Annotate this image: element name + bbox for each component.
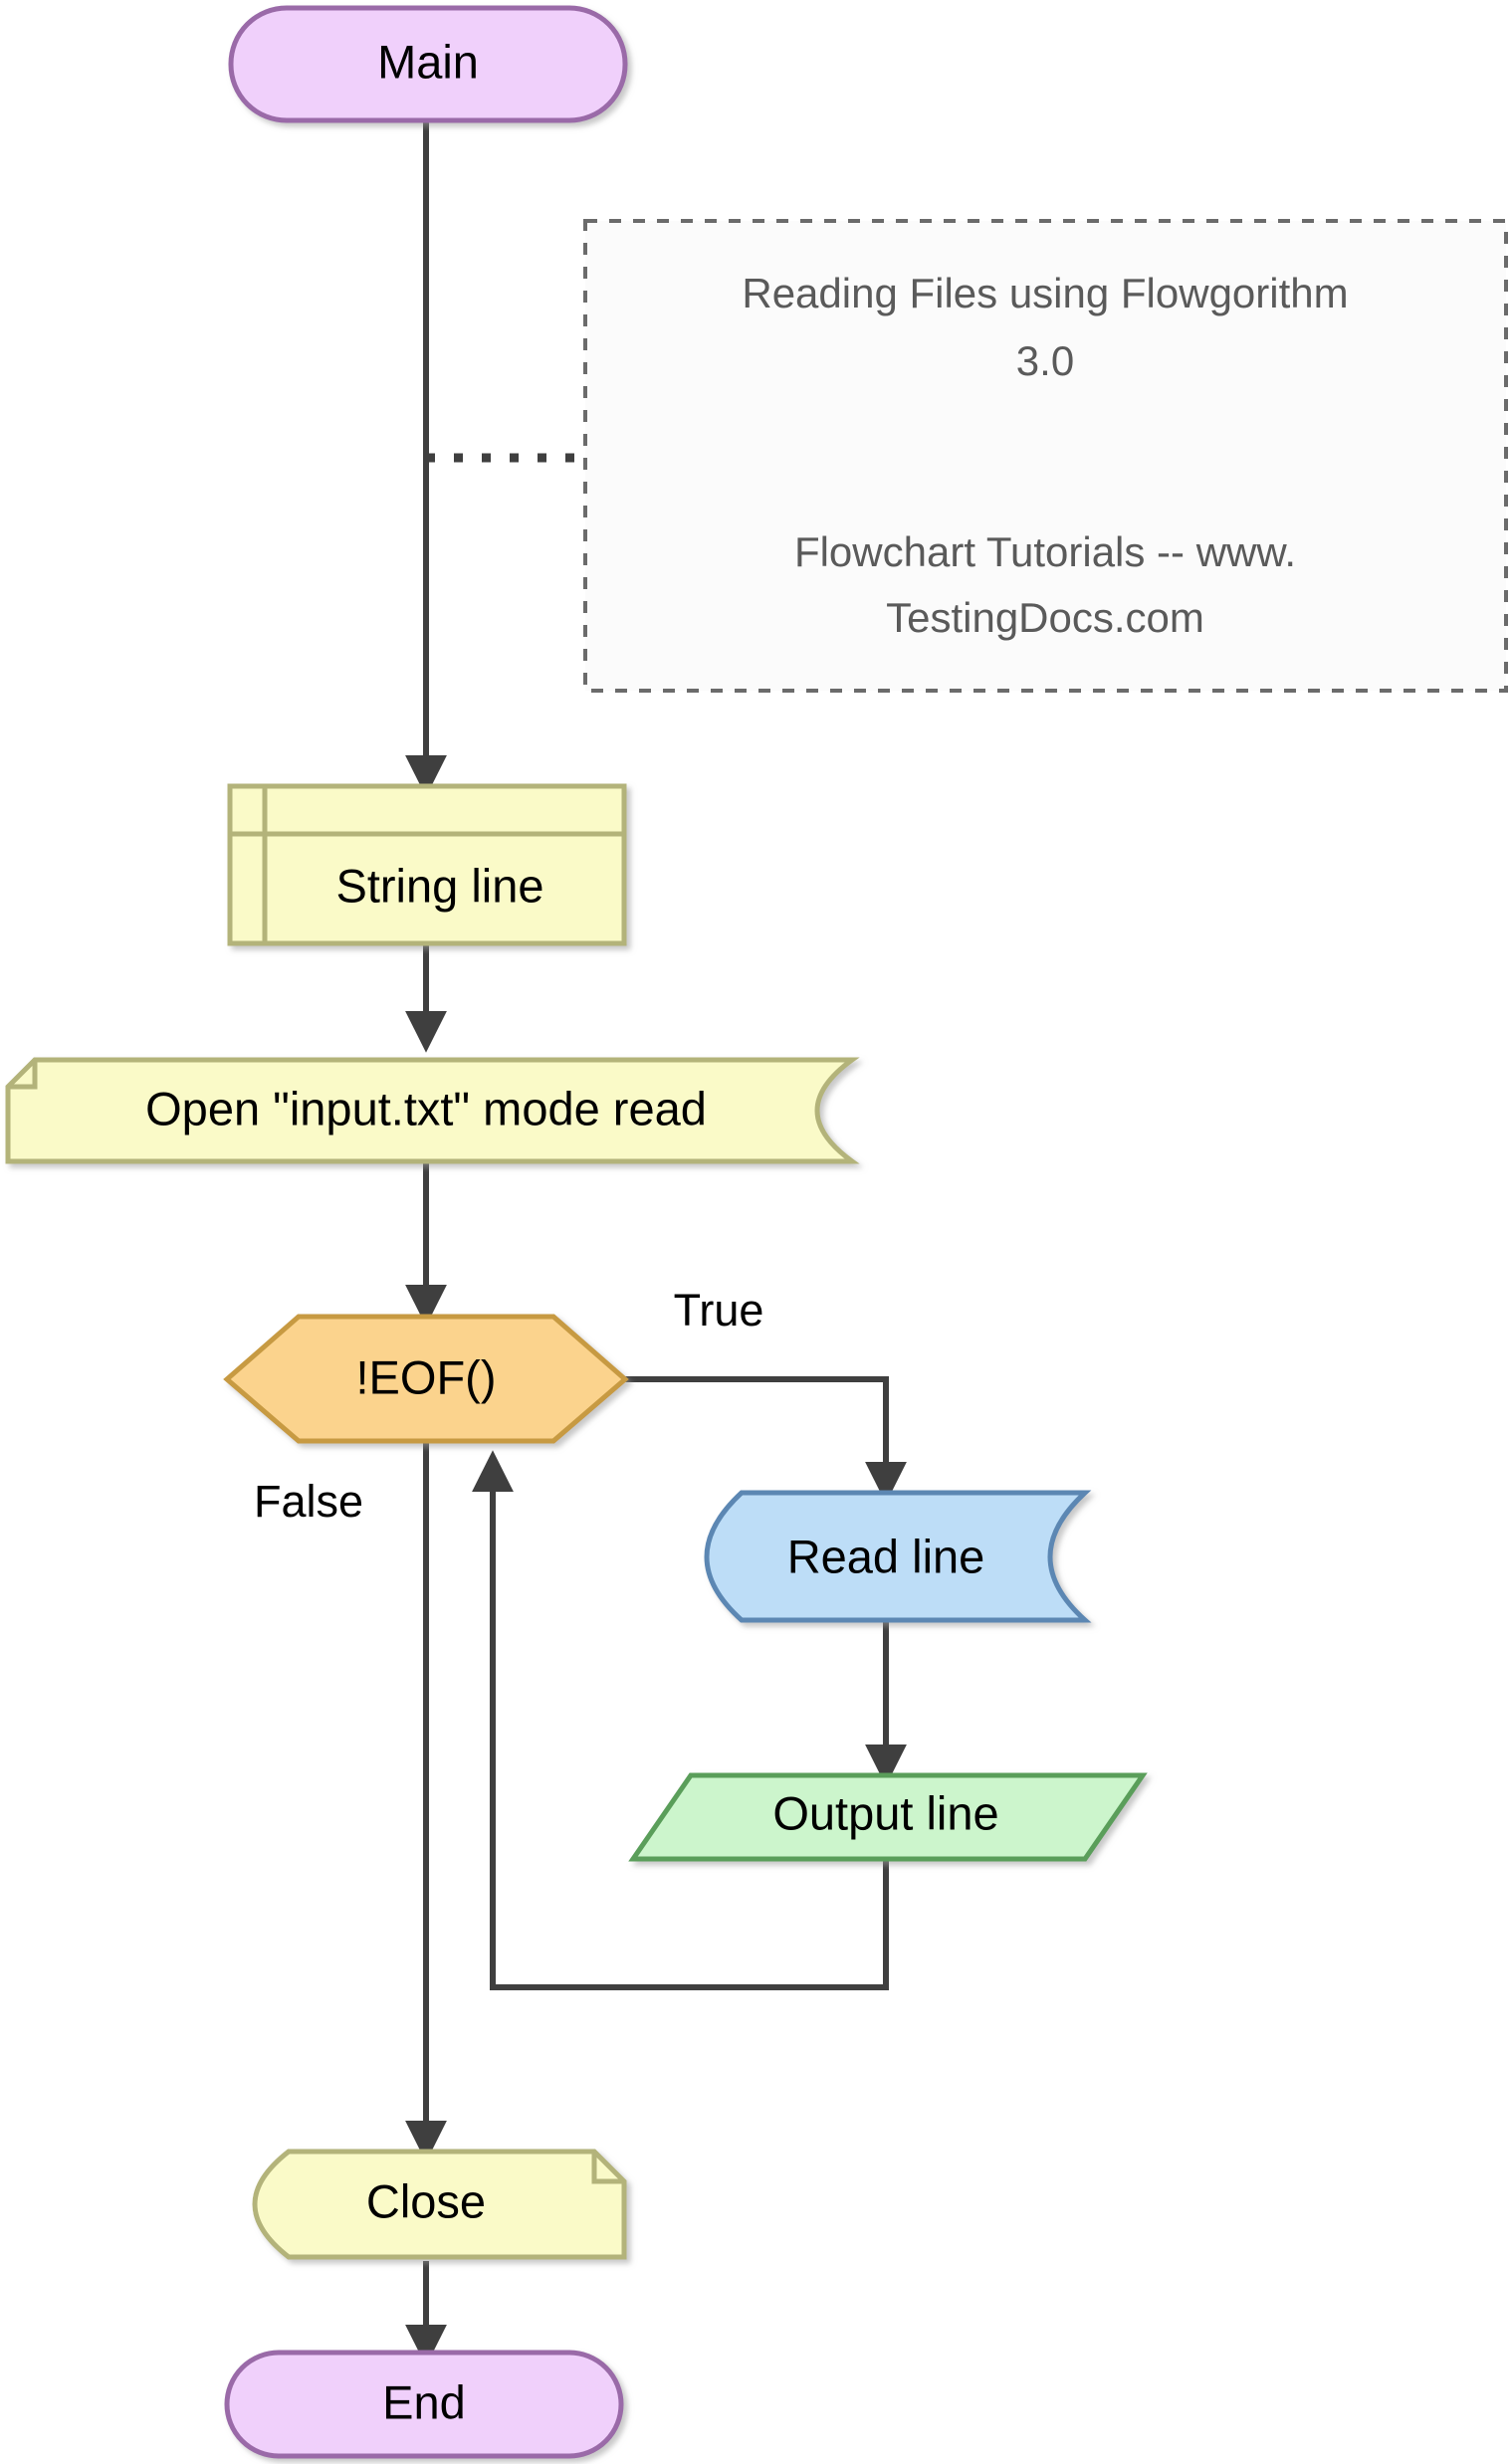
- node-close-fold-corner: [591, 2152, 624, 2184]
- comment-line-1: Reading Files using Flowgorithm: [742, 270, 1348, 316]
- node-decision-eof[interactable]: !EOF(): [223, 1314, 629, 1444]
- node-decision-label: !EOF(): [356, 1350, 497, 1403]
- branch-label-true: True: [674, 1285, 764, 1335]
- node-read-label: Read line: [787, 1530, 985, 1582]
- node-read-shape[interactable]: [704, 1490, 1092, 1623]
- node-output-shape[interactable]: [628, 1772, 1148, 1862]
- node-close-label: Close: [366, 2174, 486, 2227]
- comment-line-2: 3.0: [1016, 337, 1074, 384]
- node-output-line[interactable]: Output line: [628, 1772, 1148, 1862]
- node-end-shape[interactable]: [224, 2350, 624, 2459]
- connector-layer: [405, 119, 907, 2366]
- comment-line-3: Flowchart Tutorials -- www.: [794, 528, 1296, 575]
- branch-label-false: False: [254, 1476, 363, 1527]
- node-decision-shape[interactable]: [223, 1314, 629, 1444]
- node-read-line[interactable]: Read line: [704, 1490, 1092, 1623]
- node-main-label: Main: [377, 35, 479, 88]
- node-declare-shape[interactable]: [227, 783, 627, 946]
- node-close-file[interactable]: Close: [252, 2149, 627, 2260]
- comment-box: Reading Files using Flowgorithm 3.0 Flow…: [583, 219, 1508, 693]
- node-open-fold-corner: [8, 1060, 38, 1090]
- node-open-shape[interactable]: [5, 1057, 860, 1164]
- node-end[interactable]: End: [224, 2350, 624, 2459]
- comment-box-border: [583, 219, 1508, 693]
- node-declare-string-line[interactable]: String line: [227, 783, 627, 946]
- node-declare-label: String line: [336, 859, 544, 912]
- node-main[interactable]: Main: [228, 5, 628, 123]
- node-output-label: Output line: [772, 1786, 998, 1839]
- node-close-shape[interactable]: [252, 2149, 627, 2260]
- node-open-file[interactable]: Open "input.txt" mode read: [5, 1057, 860, 1164]
- connector-output-loopback-to-decision: [472, 1450, 889, 1990]
- node-open-label: Open "input.txt" mode read: [145, 1082, 707, 1134]
- node-end-label: End: [382, 2375, 466, 2428]
- connector-decision-true-to-read: [625, 1376, 907, 1504]
- node-main-shape[interactable]: [228, 5, 628, 123]
- comment-line-4: TestingDocs.com: [886, 594, 1204, 641]
